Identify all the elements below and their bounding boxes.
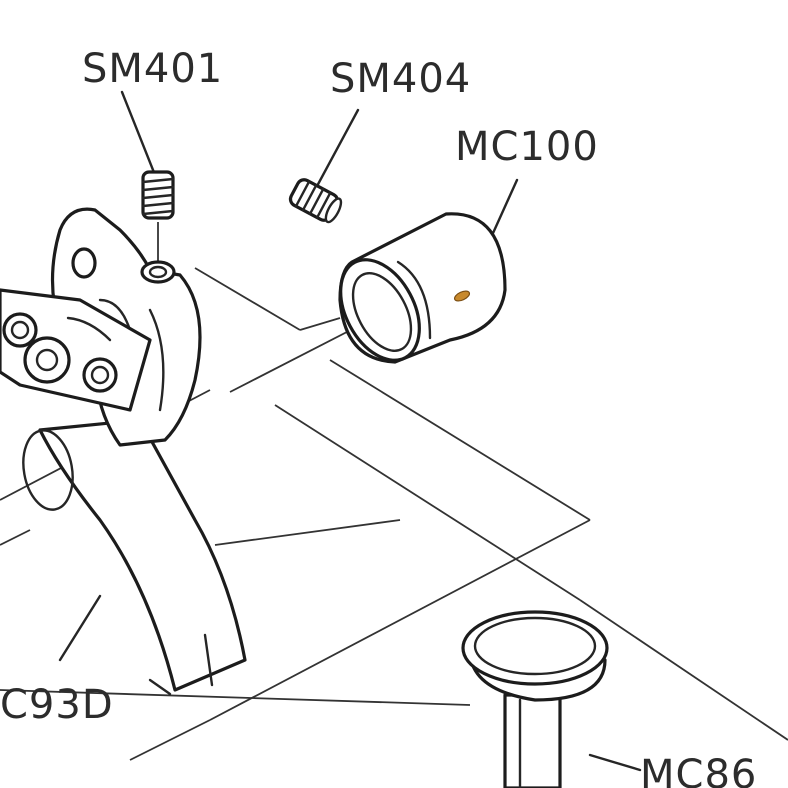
part-labels: SM401 SM404 MC100 C93D MC86 (0, 46, 757, 788)
leader-sm404 (314, 108, 360, 190)
set-screw-sm404 (288, 178, 343, 224)
set-screw-sm401 (141, 170, 175, 220)
leader-mc93d (58, 594, 102, 662)
label-mc86: MC86 (640, 752, 757, 788)
label-mc93d: C93D (0, 682, 114, 728)
label-sm404: SM404 (330, 56, 471, 102)
leader-mc86 (588, 753, 642, 772)
label-mc100: MC100 (455, 124, 599, 170)
bushing-mc100 (338, 212, 507, 364)
lever-assembly-mc93d (0, 207, 247, 696)
knob-mc86 (461, 610, 609, 788)
oil-hole-icon (453, 290, 471, 302)
base-plate-outline (0, 267, 788, 761)
label-sm401: SM401 (82, 46, 223, 92)
leader-sm401 (120, 90, 159, 182)
